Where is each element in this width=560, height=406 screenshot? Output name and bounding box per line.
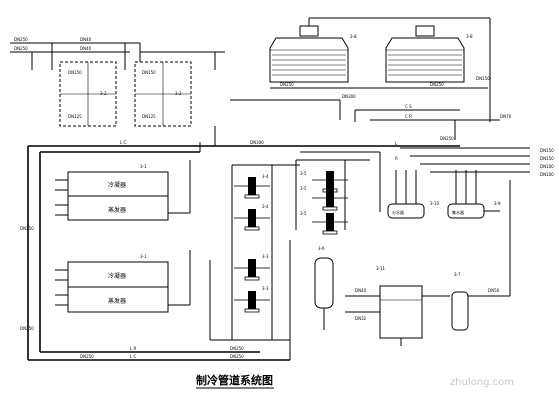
pipe-size-inlet-2: DN250 xyxy=(14,46,28,51)
pump-b2-label: 3-5 xyxy=(300,186,307,191)
outlet-pipe-3: DN100 xyxy=(540,164,554,169)
header-return-text: 集水器 xyxy=(452,209,464,215)
tank-label-right: 3-2 xyxy=(175,91,182,96)
pump-column-right xyxy=(295,151,380,230)
tower-code-cs: C S xyxy=(405,104,412,109)
main-pipe-4: DN250 xyxy=(80,354,94,359)
chiller-top-evaporator: 蒸发器 xyxy=(108,206,126,214)
makeup-pipe-2: DN32 xyxy=(355,316,367,321)
main-code-lr: L R xyxy=(130,346,137,351)
pump-right-2 xyxy=(312,189,348,211)
pipe-size-inlet-1: DN250 xyxy=(14,37,28,42)
tank-pipe-3: DN125 xyxy=(68,114,82,119)
pump-b3-label: 3-5 xyxy=(300,211,307,216)
tank-3-2-left xyxy=(59,61,117,127)
header-right-label: 3-9 xyxy=(494,201,501,206)
pump-a3-label: 3-3 xyxy=(262,254,269,259)
pump-column-left xyxy=(209,164,300,341)
pumps-left-group xyxy=(234,177,270,313)
outlet-pipe-4: DN100 xyxy=(540,172,554,177)
pipe-size-inlet-3: DN40 xyxy=(80,37,92,42)
chiller-top-label: 3-1 xyxy=(140,164,147,169)
pump-b1-label: 3-5 xyxy=(300,171,307,176)
chiller-bottom-condenser: 冷凝器 xyxy=(108,272,126,280)
main-code-lc-2: L C xyxy=(130,354,137,359)
chiller-top-condenser: 冷凝器 xyxy=(108,181,126,189)
main-pipe-3: DN250 xyxy=(20,326,34,331)
tank-pipe-1: DN150 xyxy=(68,70,82,75)
diagram-title: 制冷管道系统图 xyxy=(196,373,273,387)
outlet-pipe-1: DN150 xyxy=(540,148,554,153)
cooling-tower-1 xyxy=(269,25,349,83)
pump-right-1 xyxy=(312,171,348,193)
header-left-label: 3-10 xyxy=(430,201,440,206)
tank-label-left: 3-2 xyxy=(100,91,107,96)
tower-pipe-4: DN70 xyxy=(500,114,512,119)
softener-pipe: DN50 xyxy=(488,288,500,293)
chiller-bottom xyxy=(55,250,191,313)
watermark: zhulong.com xyxy=(450,377,514,388)
pump-left-1 xyxy=(234,177,270,199)
right-outlet-pipes xyxy=(379,147,530,212)
cooling-tower-2 xyxy=(385,25,465,83)
main-pipe-6: DN250 xyxy=(230,346,244,351)
makeup-tank xyxy=(345,285,450,346)
water-header-right xyxy=(447,170,485,219)
pump-right-3 xyxy=(312,213,348,235)
outlet-code-r: R xyxy=(395,156,398,161)
makeup-tank-label: 3-11 xyxy=(376,266,386,271)
main-pipe-2: DN250 xyxy=(20,226,34,231)
tower-code-cr: C R xyxy=(405,114,412,119)
outlet-code-l: L xyxy=(395,141,398,146)
pipe-size-inlet-4: DN40 xyxy=(80,46,92,51)
makeup-pipe-1: DN40 xyxy=(355,288,367,293)
cooling-tower-1-label: 3-8 xyxy=(350,34,357,39)
pump-a1-label: 3-4 xyxy=(262,174,269,179)
water-header-left xyxy=(387,170,425,219)
pump-left-4 xyxy=(234,291,270,313)
pump-left-3 xyxy=(234,259,270,281)
pump-a2-label: 3-4 xyxy=(262,204,269,209)
cooling-tower-2-label: 3-8 xyxy=(466,34,473,39)
tank-3-2-right xyxy=(134,61,192,127)
top-inlet-pipes xyxy=(10,42,225,70)
main-pipe-5: DN250 xyxy=(230,354,244,359)
main-pipe-1: DN300 xyxy=(250,140,264,145)
chiller-bottom-label: 3-1 xyxy=(140,254,147,259)
tank-pipe-2: DN150 xyxy=(142,70,156,75)
outlet-pipe-5: DN250 xyxy=(440,136,454,141)
water-softener xyxy=(451,180,511,331)
chiller-top xyxy=(55,160,191,221)
pumps-right-group xyxy=(312,171,348,235)
outlet-pipe-2: DN150 xyxy=(540,156,554,161)
tower-pipe-1: DN250 xyxy=(280,82,294,87)
chiller-bottom-evaporator: 蒸发器 xyxy=(108,297,126,305)
tower-pipe-5: DN150 xyxy=(476,76,490,81)
main-header-pipes xyxy=(27,126,460,361)
pump-left-2 xyxy=(234,209,270,231)
expansion-tank xyxy=(289,240,334,360)
tower-header-pipes xyxy=(230,17,500,140)
tank-pipe-4: DN125 xyxy=(142,114,156,119)
expansion-tank-label: 3-6 xyxy=(318,246,325,251)
softener-label: 3-7 xyxy=(454,272,461,277)
pump-a4-label: 3-3 xyxy=(262,286,269,291)
tower-pipe-3: DN250 xyxy=(430,82,444,87)
tower-pipe-2: DN300 xyxy=(342,94,356,99)
main-code-lc: L C xyxy=(120,140,127,145)
header-supply-text: 分水器 xyxy=(392,209,404,215)
